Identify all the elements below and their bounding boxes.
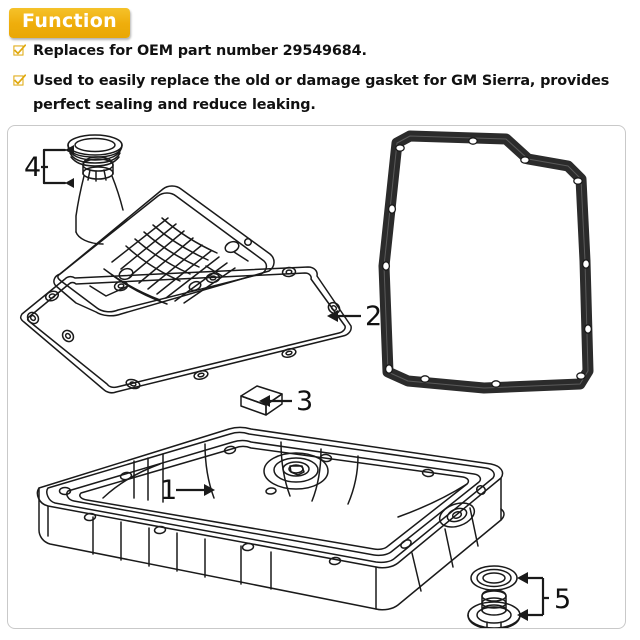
callout-3: 3: [259, 386, 313, 417]
callout-5-label: 5: [554, 584, 571, 615]
callout-1: 1: [160, 475, 215, 506]
pan-magnet: [240, 385, 283, 416]
callout-5-arrowhead-top: [517, 572, 528, 584]
filter-seal-ring: [67, 134, 123, 167]
oil-pan-gasket-rubber: [378, 130, 594, 394]
diagram-panel: 1 2 3 4 5: [7, 125, 626, 629]
callout-4-arrowhead-bottom: [65, 178, 74, 188]
feature-list: Replaces for OEM part number 29549684. U…: [13, 40, 631, 124]
exploded-parts-diagram: 1 2 3 4 5: [19, 130, 594, 628]
callout-4-label: 4: [24, 152, 41, 183]
drain-plug-washer: [470, 565, 518, 591]
callout-4: 4: [24, 152, 48, 183]
callout-3-arrowhead: [259, 395, 270, 407]
check-box-icon: [13, 74, 26, 86]
callout-3-label: 3: [296, 386, 313, 417]
callout-1-label: 1: [160, 475, 177, 506]
function-badge: Function: [9, 8, 130, 38]
oil-pan-gasket-drawing: [19, 266, 352, 394]
callout-5: 5: [517, 572, 571, 621]
transmission-oil-pan: [36, 426, 505, 611]
callout-5-leader: [528, 576, 549, 617]
transmission-filter: [53, 185, 275, 317]
function-badge-wrapper: Function: [9, 8, 130, 38]
callout-2: 2: [327, 301, 382, 332]
filter-neck: [75, 156, 124, 245]
check-box-icon: [13, 44, 26, 56]
callout-1-arrowhead: [204, 484, 215, 496]
list-item-label: Used to easily replace the old or damage…: [33, 73, 610, 113]
list-item: Replaces for OEM part number 29549684.: [13, 40, 631, 63]
callout-5-arrowhead-bottom: [517, 609, 528, 621]
drain-plug: [467, 589, 521, 628]
list-item: Used to easily replace the old or damage…: [13, 70, 631, 117]
callout-2-arrowhead: [327, 310, 338, 322]
callout-2-label: 2: [365, 301, 382, 332]
callout-4-arrowhead-top: [65, 145, 74, 155]
list-item-label: Replaces for OEM part number 29549684.: [33, 43, 367, 59]
